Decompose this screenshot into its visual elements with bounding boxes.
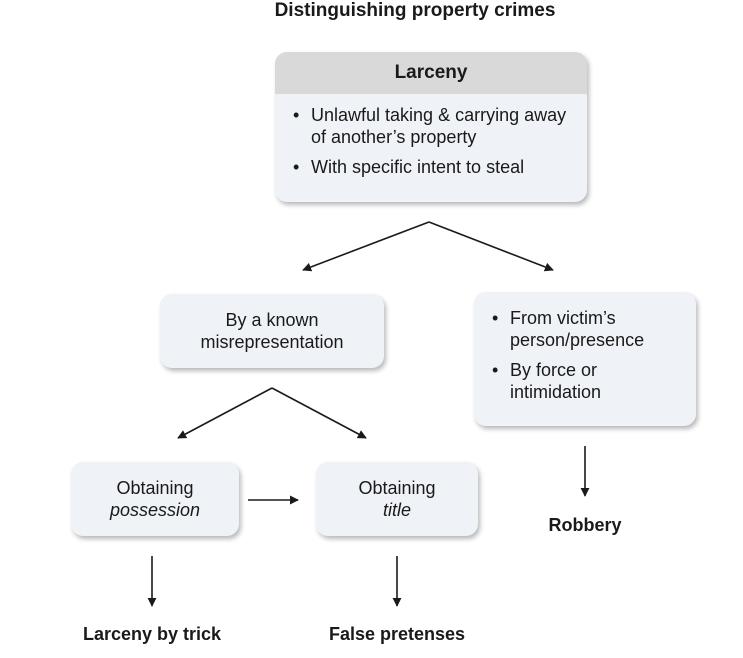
title-line-2: title	[382, 500, 411, 520]
outcome-robbery: Robbery	[548, 515, 622, 535]
title-line-1: Obtaining	[358, 478, 436, 498]
robbery-elements-box: From victim’s person/presence By force o…	[474, 292, 696, 426]
larceny-box: Larceny Unlawful taking & carrying away …	[275, 52, 587, 202]
arrow-larceny-to-misrep	[302, 221, 430, 272]
larceny-bullet-1: Unlawful taking & carrying away of anoth…	[289, 104, 571, 148]
outcome-larceny-by-trick: Larceny by trick	[82, 624, 222, 644]
misrepresentation-line-1: By a known	[225, 310, 319, 330]
obtaining-possession-box: Obtaining possession	[71, 462, 239, 536]
obtaining-title-box: Obtaining title	[316, 462, 478, 536]
arrow-larceny-to-robbery-box	[428, 221, 554, 272]
larceny-header: Larceny	[275, 52, 587, 94]
misrepresentation-line-2: misrepresentation	[200, 332, 344, 352]
robbery-bullet-2: By force or intimidation	[488, 359, 684, 403]
diagram-title: Distinguishing property crimes	[274, 0, 556, 21]
outcome-false-pretenses: False pretenses	[328, 624, 466, 644]
possession-line-1: Obtaining	[116, 478, 194, 498]
arrow-misrep-to-possession	[177, 387, 273, 439]
robbery-bullet-1: From victim’s person/presence	[488, 307, 684, 351]
robbery-elements-bullets: From victim’s person/presence By force o…	[488, 307, 684, 403]
possession-line-2: possession	[109, 500, 201, 520]
misrepresentation-box: By a known misrepresentation	[160, 294, 384, 368]
larceny-bullets: Unlawful taking & carrying away of anoth…	[275, 94, 587, 178]
larceny-bullet-2: With specific intent to steal	[289, 156, 571, 178]
arrow-misrep-to-title	[271, 387, 367, 439]
